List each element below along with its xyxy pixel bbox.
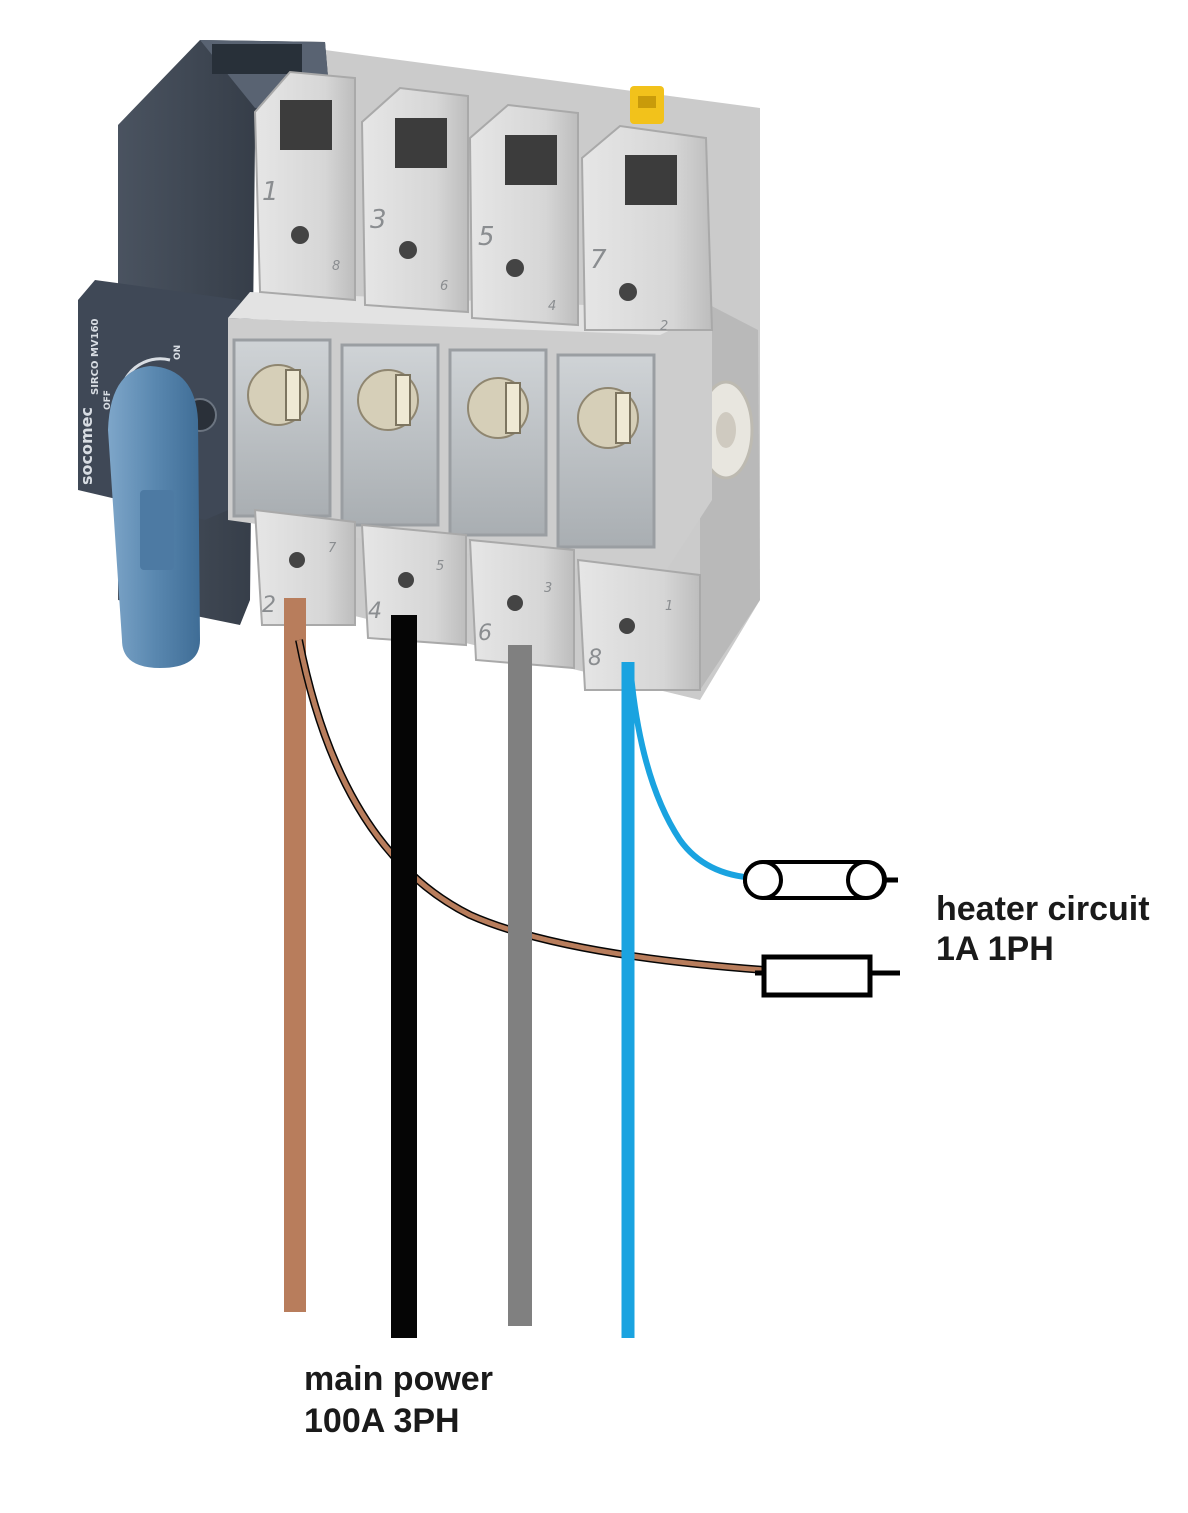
on-label: ON — [173, 345, 183, 360]
main-power-label: main power — [304, 1360, 493, 1398]
wire-blue-branch — [627, 664, 756, 881]
terminal-screw-icon — [619, 618, 635, 634]
rotary-handle-grip — [140, 490, 174, 570]
terminal-number: 8 — [588, 646, 602, 671]
terminal-number: 3 — [370, 205, 387, 235]
terminal-screw-icon — [291, 226, 309, 244]
top-terminals: 1 8 3 6 5 4 7 2 — [253, 70, 714, 334]
terminal-mark: 2 — [660, 319, 668, 334]
fuse-symbol — [755, 954, 900, 998]
terminal-mark: 5 — [436, 559, 444, 574]
operator-top-slot — [212, 44, 302, 74]
terminal-mark: 8 — [332, 259, 340, 274]
bottom-terminal: 4 5 — [360, 523, 467, 647]
end-plate-cam-hub — [716, 412, 736, 448]
wire-brown-branch — [296, 639, 766, 973]
contact-blade — [285, 369, 301, 421]
wires — [284, 598, 766, 1338]
terminal-number: 1 — [262, 177, 279, 207]
terminal-number: 7 — [590, 245, 607, 275]
terminal-screw-icon — [507, 595, 523, 611]
contact-blade — [395, 374, 411, 426]
cartridge-fuse-symbol — [743, 860, 898, 900]
terminal-mark: 6 — [440, 279, 448, 294]
terminal-number: 2 — [262, 593, 276, 618]
heater-circuit-label: heater circuit — [936, 890, 1150, 928]
top-terminal: 5 4 — [468, 103, 579, 327]
terminal-mark: 4 — [548, 299, 556, 314]
top-terminal: 3 6 — [360, 86, 469, 314]
contact-window — [448, 348, 548, 537]
heater-circuit-rating: 1A 1PH — [936, 930, 1054, 968]
contact-windows — [232, 338, 656, 549]
yellow-lock-tab-slot — [638, 96, 656, 108]
top-terminal: 7 2 — [580, 124, 714, 334]
contact-window — [556, 353, 656, 549]
terminal-mark: 3 — [544, 581, 552, 596]
disconnect-switch: socomec SIRCO MV160 OFF ON — [77, 40, 760, 700]
contact-blade — [505, 382, 521, 434]
terminal-mark: 1 — [665, 599, 673, 614]
bottom-terminals: 2 7 4 5 6 3 8 1 — [253, 508, 701, 691]
off-label: OFF — [103, 390, 113, 410]
terminal-screw-icon — [399, 241, 417, 259]
terminal-screw-icon — [289, 552, 305, 568]
bottom-terminal: 6 3 — [468, 538, 575, 670]
terminal-screw-icon — [619, 283, 637, 301]
terminal-screw-icon — [398, 572, 414, 588]
top-terminal: 1 8 — [253, 70, 356, 302]
contact-blade — [615, 392, 631, 444]
terminal-number: 6 — [478, 621, 492, 646]
terminal-number: 5 — [478, 222, 495, 252]
brand-label: socomec — [77, 407, 96, 485]
model-label: SIRCO MV160 — [90, 318, 101, 395]
bottom-terminal: 2 7 — [253, 508, 356, 626]
bottom-terminal: 8 1 — [576, 558, 701, 691]
terminal-number: 4 — [368, 599, 382, 624]
terminal-screw-icon — [506, 259, 524, 277]
main-power-rating: 100A 3PH — [304, 1402, 460, 1440]
terminal-mark: 7 — [328, 541, 337, 556]
